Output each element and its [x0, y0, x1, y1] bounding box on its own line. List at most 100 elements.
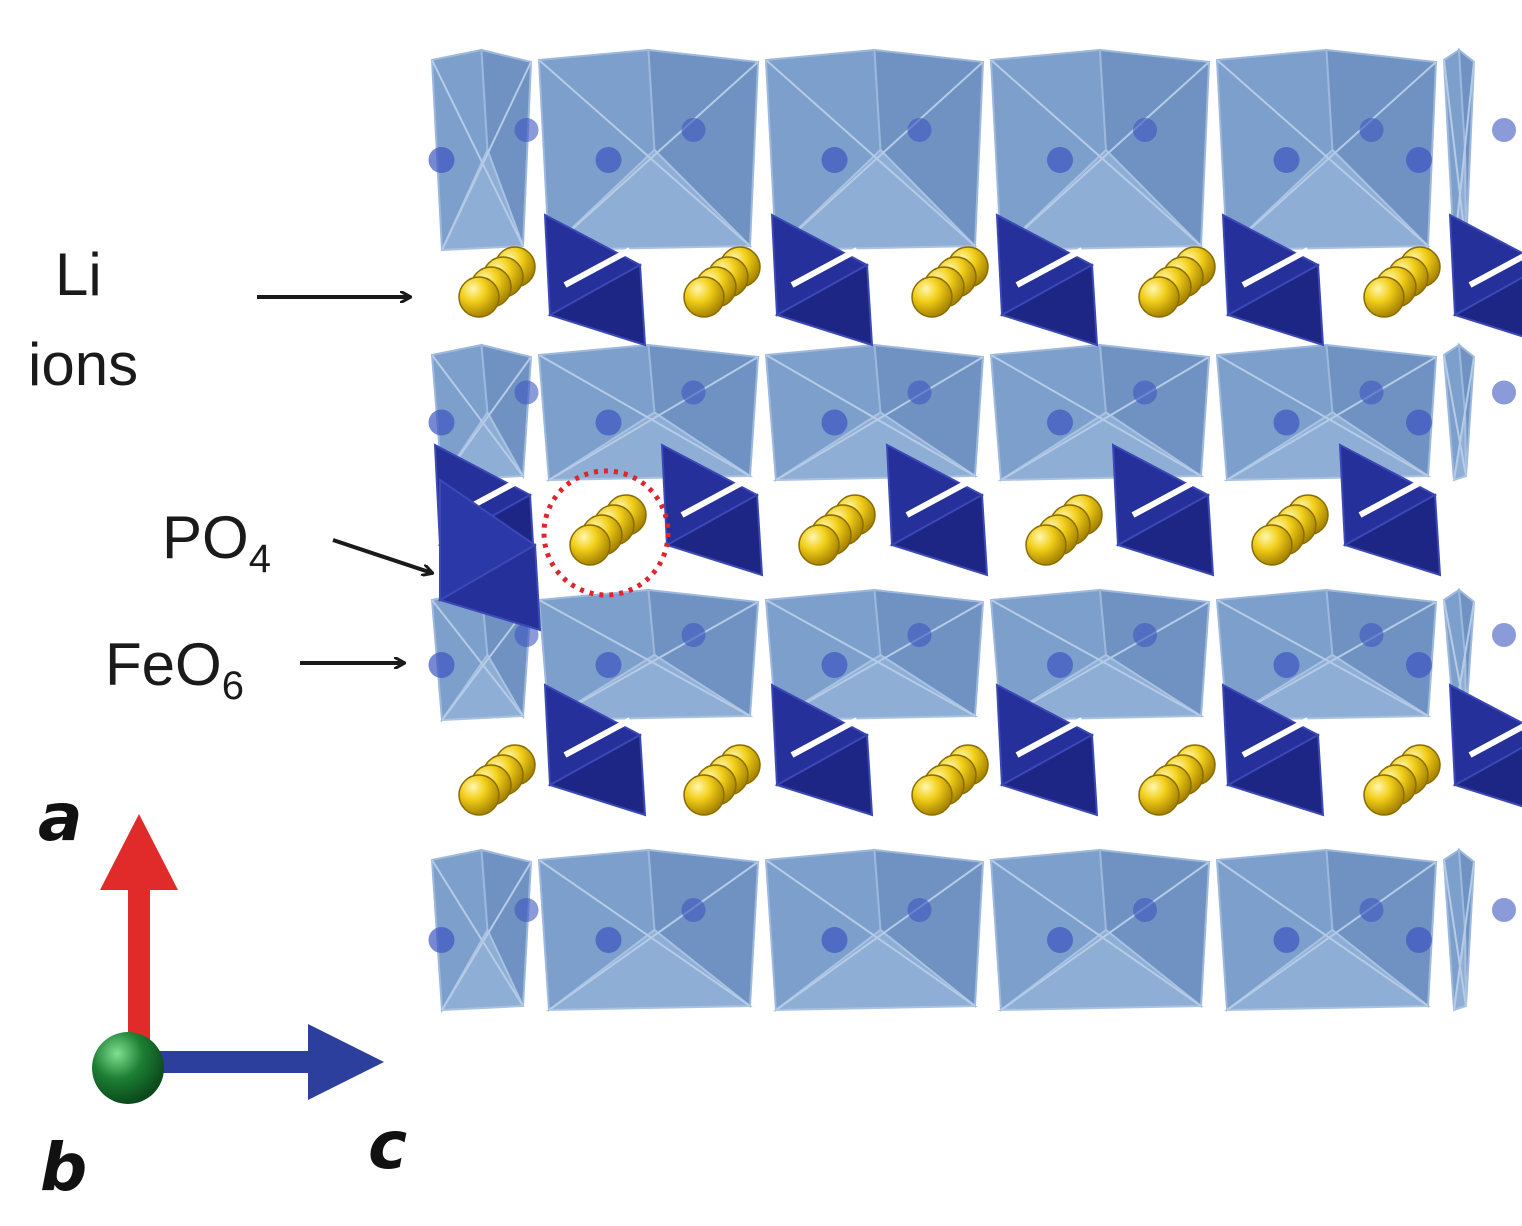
tetrahedron-highlight [905, 477, 974, 518]
fe-atom [595, 652, 622, 678]
feo6-octahedron [1223, 653, 1432, 722]
fe-atom [1492, 623, 1516, 647]
octahedron-edge [1000, 356, 1210, 481]
feo6-octahedron [1224, 148, 1431, 252]
octahedron-edge [431, 599, 524, 717]
fe-atom [1359, 623, 1384, 647]
po4-tetrahedron [1115, 493, 1215, 577]
fe-atom [1133, 898, 1157, 922]
fe-atom [514, 118, 539, 142]
feo6-octahedron [772, 928, 978, 1012]
octahedron-edge [765, 59, 976, 247]
po4-tetrahedron [1342, 493, 1442, 577]
tetrahedron-highlight [563, 717, 632, 758]
fe-atom [907, 118, 932, 142]
tetrahedron-highlight [1015, 717, 1084, 758]
c-axis-arrowhead [308, 1024, 384, 1100]
feo6-octahedron [1223, 411, 1432, 482]
octahedron-edge [1216, 59, 1429, 247]
fe-atom [1406, 652, 1432, 678]
octahedron-edge [1443, 59, 1467, 247]
fe-atom [428, 927, 455, 953]
li-ion [458, 774, 500, 816]
octahedron-edge [548, 356, 759, 481]
fe-atom [514, 623, 539, 647]
octahedron-edge [538, 354, 751, 477]
octahedron-edge [1226, 356, 1437, 481]
tetrahedron-highlight [1358, 477, 1427, 518]
po4-tetrahedron [1452, 276, 1522, 338]
fe-atom [821, 927, 848, 953]
feo6-octahedron [545, 411, 754, 482]
tetrahedron-highlight [1241, 717, 1310, 758]
highlight-circle [541, 468, 671, 598]
octahedron-edge [1000, 61, 1210, 251]
octahedron-edge [538, 59, 751, 247]
octahedron-edge [548, 61, 759, 251]
octahedron-edge [441, 61, 532, 251]
feo6-octahedron [440, 927, 525, 1012]
octahedron-edge [765, 859, 976, 1007]
fe-atom [1273, 147, 1300, 173]
octahedron-edge [1443, 354, 1467, 477]
feo6-octahedron [773, 148, 978, 252]
octahedron-edge [538, 599, 751, 717]
octahedron-edge [775, 356, 984, 481]
po4-tetrahedron [774, 263, 874, 347]
po4-tetrahedron [774, 733, 874, 817]
b-axis-dot [92, 1032, 164, 1104]
octahedron-edge [990, 859, 1202, 1007]
po4-tetrahedron [664, 493, 764, 577]
tetrahedron-highlight [790, 247, 859, 288]
feo6-octahedron [545, 928, 753, 1012]
feo6-octahedron [545, 653, 754, 722]
fe-atom [1492, 118, 1516, 142]
po4-subscript: 4 [248, 537, 271, 581]
octahedron-edge [441, 861, 532, 1011]
fe-atom [1047, 409, 1073, 436]
po4-tetrahedron [1452, 746, 1522, 808]
li-ion [911, 276, 953, 318]
octahedron-edge [990, 59, 1202, 247]
fe-atom [1047, 147, 1073, 173]
fe-atom [595, 927, 622, 953]
li-ion [1138, 774, 1180, 816]
fe-atom [1273, 652, 1300, 678]
octahedron-edge [775, 601, 984, 721]
octahedron-edge [765, 354, 976, 477]
feo6-label: FeO6 [105, 631, 244, 708]
fe-atom [595, 147, 622, 173]
li-ion [911, 774, 953, 816]
fe-atom [1492, 898, 1516, 922]
ions-label: ions [28, 331, 139, 398]
li-ion [1251, 524, 1293, 566]
po4-tetrahedron [547, 263, 647, 347]
feo6-octahedron [440, 653, 525, 722]
fe-atom [428, 147, 455, 173]
li-ion [683, 774, 725, 816]
octahedron-edge [548, 601, 759, 721]
octahedron-edge [1453, 356, 1475, 481]
tetrahedron-highlight [1131, 477, 1200, 518]
fe-atom [1047, 927, 1073, 953]
li-ion [1363, 774, 1405, 816]
li-label: Li [55, 241, 102, 308]
fe-atom [514, 380, 539, 405]
octahedron-edge [775, 61, 984, 251]
fe-atom [1359, 118, 1384, 142]
tetrahedron-highlight [563, 247, 632, 288]
feo6-octahedron [772, 653, 979, 722]
a-axis-arrowhead [100, 814, 178, 890]
li-ion [458, 276, 500, 318]
octahedron-edge [538, 859, 751, 1007]
fe-atom [1359, 380, 1384, 405]
octahedron-edge [431, 354, 524, 477]
po4-label: PO4 [162, 504, 271, 581]
octahedron-edge [548, 861, 759, 1011]
fe-atom [681, 898, 706, 922]
tetrahedron-highlight [790, 717, 859, 758]
octahedron-edge [431, 859, 524, 1007]
octahedron-edge [1216, 599, 1429, 717]
